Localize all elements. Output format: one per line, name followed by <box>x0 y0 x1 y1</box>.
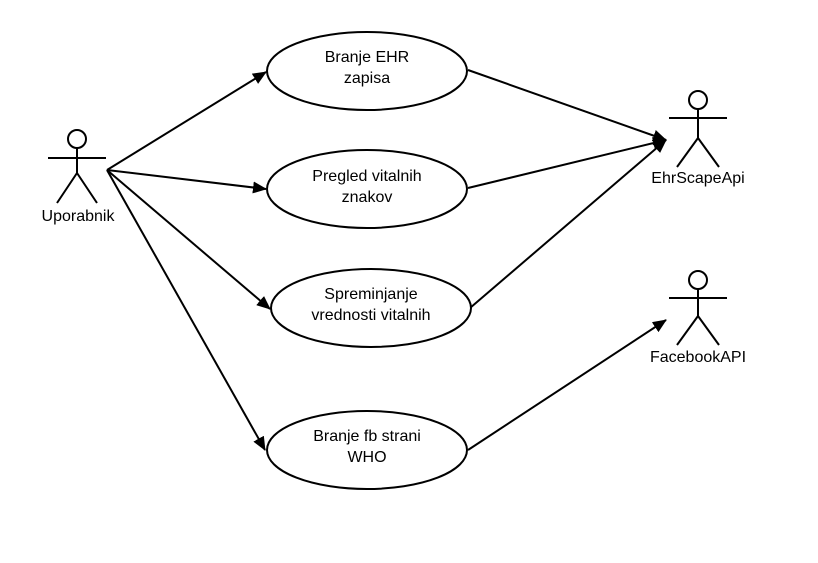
association-user-vitals-view <box>106 169 267 194</box>
association-vitals-edit-ehrscape <box>469 139 667 309</box>
actor-ehrscapeapi: EhrScapeApi <box>651 90 745 187</box>
association-user-fb-read <box>106 169 266 451</box>
association-user-ehr-read <box>106 71 267 171</box>
actor-label: EhrScapeApi <box>651 170 744 187</box>
stick-figure-icon <box>669 270 727 346</box>
actor-uporabnik: Uporabnik <box>42 129 116 225</box>
use-case-label-line1: Branje EHR <box>325 49 409 66</box>
use-case-label-line2: znakov <box>342 189 393 206</box>
use-case-vitals-view: Pregled vitalnih znakov <box>266 149 468 229</box>
stick-figure-icon <box>48 129 106 204</box>
use-case-label-line1: Pregled vitalnih <box>312 168 421 185</box>
actor-label: Uporabnik <box>42 208 116 225</box>
use-case-fb-read: Branje fb strani WHO <box>266 410 468 490</box>
use-case-label-line2: zapisa <box>344 70 390 87</box>
use-case-label-line1: Spreminjanje <box>324 286 417 303</box>
use-case-vitals-edit: Spreminjanje vrednosti vitalnih <box>270 268 472 348</box>
use-case-label-line1: Branje fb strani <box>313 428 421 445</box>
use-case-label-line2: WHO <box>347 449 386 466</box>
association-fb-read-facebook <box>467 319 667 451</box>
association-user-vitals-edit <box>106 169 271 310</box>
actor-facebookapi: FacebookAPI <box>650 270 746 366</box>
use-case-ehr-read: Branje EHR zapisa <box>266 31 468 111</box>
association-vitals-view-ehrscape <box>467 137 667 189</box>
actor-label: FacebookAPI <box>650 349 746 366</box>
use-case-label-line2: vrednosti vitalnih <box>311 307 430 324</box>
association-ehr-read-ehrscape <box>467 69 667 142</box>
stick-figure-icon <box>669 90 727 168</box>
